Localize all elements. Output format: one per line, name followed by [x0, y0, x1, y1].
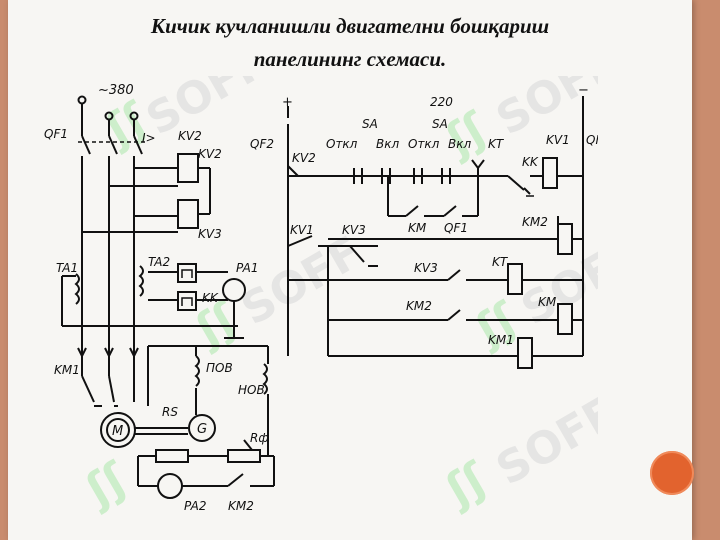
qf1-mid-label: QF1 — [444, 221, 468, 235]
supply-voltage-label: ~380 — [98, 83, 134, 98]
overcurrent-label: I> — [142, 131, 156, 145]
nov-label: НОВ — [238, 383, 265, 397]
kv3-coil-label: KV3 — [198, 227, 222, 241]
qf1-label: QF1 — [44, 127, 68, 141]
km2-coil-label: KM2 — [522, 215, 548, 229]
km-coil-label: KM — [538, 295, 557, 309]
kv3-mid-label: KV3 — [414, 261, 438, 275]
ta2-label: TA2 — [148, 255, 170, 269]
kv3-left-label: KV3 — [342, 223, 366, 237]
watermark-logo: ʃʃ — [436, 453, 496, 517]
watermark-logo: ʃʃ — [76, 453, 136, 517]
slide-title: Кичик кучланишли двигателни бошқариш пан… — [8, 10, 692, 76]
kv2-coil-label: KV2 — [198, 147, 222, 161]
plus-label: + — [282, 95, 293, 110]
kt-top-label: KT — [488, 137, 505, 151]
qf2-right-label: QF2 — [586, 133, 598, 147]
pa1-label: PA1 — [236, 261, 258, 275]
vkl1-label: Вкл — [376, 137, 399, 151]
slide: Кичик кучланишли двигателни бошқариш пан… — [8, 0, 694, 540]
otkl1-label: Откл — [326, 137, 358, 151]
left-power-circuit — [61, 95, 275, 499]
kk-right-label: KK — [522, 155, 539, 169]
slide-nav-button[interactable] — [650, 451, 694, 495]
watermark-soff: SOFF — [488, 387, 598, 496]
km2-mid-label: KM2 — [406, 299, 432, 313]
title-line-1: Кичик кучланишли двигателни бошқариш — [150, 14, 550, 38]
sa1-label: SA — [362, 117, 378, 131]
control-panel-schematic: ʃʃ SOFF ʃʃ SOFF ʃʃ SOFF ʃʃ SOFF ʃʃ ʃʃ SO… — [44, 76, 598, 517]
watermark-logo: ʃʃ — [436, 103, 496, 167]
kv1-top-label: KV1 — [546, 133, 570, 147]
kv2-top-label: KV2 — [178, 129, 202, 143]
sa2-label: SA — [432, 117, 448, 131]
rs-label: RS — [162, 405, 178, 419]
right-control-circuit — [287, 96, 584, 369]
kv2-right-label: KV2 — [292, 151, 316, 165]
kk-left-label: KK — [202, 291, 219, 305]
minus-label: − — [578, 83, 589, 98]
kv1-left-label: KV1 — [290, 223, 314, 237]
watermark-soff: SOFF — [138, 76, 275, 146]
qf2-left-label: QF2 — [250, 137, 274, 151]
motor-label: M — [112, 424, 123, 439]
km1-coil-label: KM1 — [488, 333, 514, 347]
pov-label: ПОВ — [206, 361, 233, 375]
title-line-2: панелининг схемаси. — [253, 47, 447, 71]
km-mid-label: KM — [408, 221, 427, 235]
km2-bottom-label: KM2 — [228, 499, 254, 513]
otkl2-label: Откл — [408, 137, 440, 151]
rf-label: Rф — [250, 431, 269, 445]
generator-label: G — [197, 422, 207, 437]
vkl2-label: Вкл — [448, 137, 471, 151]
ta1-label: TA1 — [56, 261, 78, 275]
km1-left-label: KM1 — [54, 363, 80, 377]
pa2-label: PA2 — [184, 499, 206, 513]
dc-voltage-label: 220 — [430, 95, 453, 109]
kt-coil-label: KT — [492, 255, 509, 269]
